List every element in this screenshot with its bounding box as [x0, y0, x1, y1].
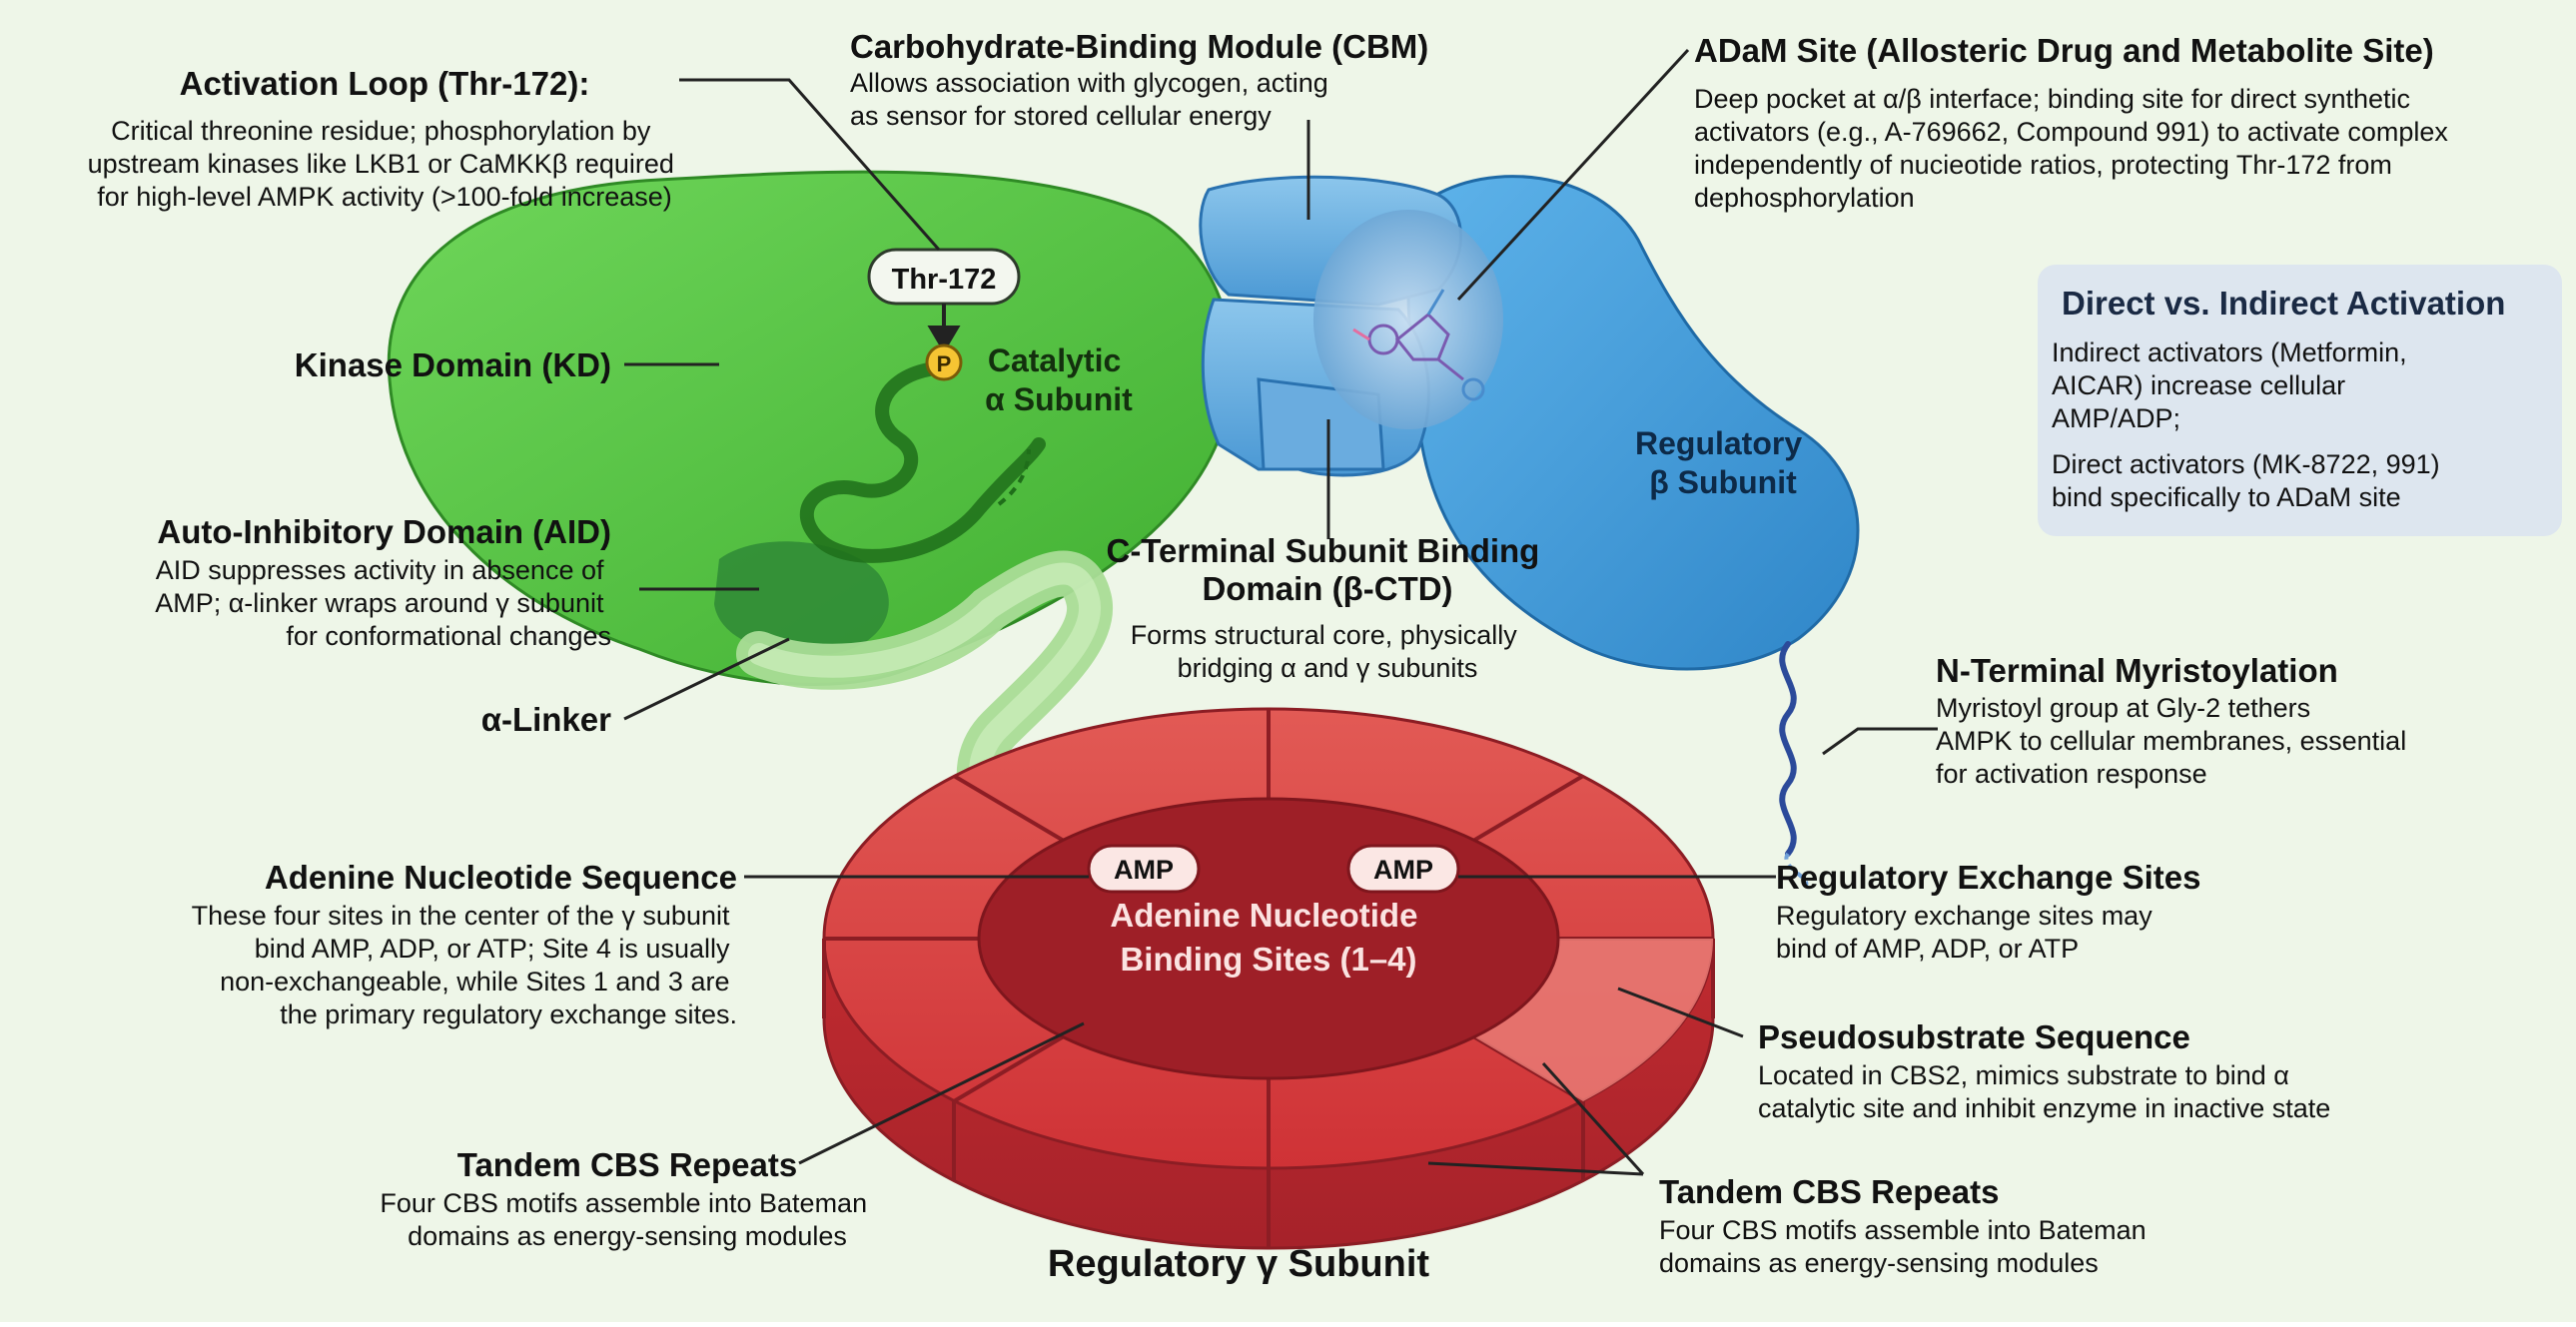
thr-172-badge: Thr-172 [867, 248, 1021, 353]
callout-adenine-sequence: Adenine Nucleotide Sequence These four s… [192, 859, 737, 1029]
callout-myristoylation: N-Terminal Myristoylation Myristoyl grou… [1936, 652, 2414, 789]
callout-cbm: Carbohydrate-Binding Module (CBM) Allows… [850, 28, 1428, 131]
info-box-para-2: Direct activators (MK-8722, 991) bind sp… [2052, 449, 2447, 512]
adenine-sequence-body: These four sites in the center of the γ … [192, 901, 737, 1029]
beta-line-1: Regulatory [1635, 425, 1802, 461]
leader-pseudosubstrate [1617, 987, 1744, 1038]
leader-myristoyl [1822, 727, 1938, 756]
myristoylation-body: Myristoyl group at Gly-2 tethers AMPK to… [1936, 693, 2414, 789]
info-box-para-1: Indirect activators (Metformin, AICAR) i… [2052, 337, 2414, 433]
binding-sites-line-1: Adenine Nucleotide [1110, 897, 1417, 934]
cbs-right-body: Four CBS motifs assemble into Bateman do… [1659, 1215, 2153, 1278]
catalytic-line-1: Catalytic [988, 342, 1121, 378]
amp-badge-left: AMP [1087, 844, 1201, 894]
adam-title: ADaM Site (Allosteric Drug and Metabolit… [1694, 32, 2434, 69]
kinase-domain-title: Kinase Domain (KD) [295, 346, 611, 383]
cbs-left-title: Tandem CBS Repeats [457, 1146, 797, 1183]
callout-kinase-domain: Kinase Domain (KD) [295, 346, 611, 383]
adam-body: Deep pocket at α/β interface; binding si… [1694, 84, 2455, 213]
gamma-subunit-title: Regulatory γ Subunit [1048, 1243, 1429, 1285]
phospho-badge-text: P [937, 351, 952, 376]
aid-body: AID suppresses activity in absence of AM… [155, 555, 611, 651]
cbm-title: Carbohydrate-Binding Module (CBM) [850, 28, 1428, 65]
info-box: Direct vs. Indirect Activation Indirect … [2038, 265, 2562, 536]
cbs-right-title: Tandem CBS Repeats [1659, 1173, 1999, 1210]
callout-alpha-linker: α-Linker [481, 701, 611, 738]
alpha-linker-inner [748, 562, 1102, 860]
cbs-left-body: Four CBS motifs assemble into Bateman do… [380, 1188, 874, 1251]
thr-172-badge-text: Thr-172 [892, 264, 997, 296]
amp-badge-right-text: AMP [1373, 855, 1433, 885]
binding-sites-label: Adenine Nucleotide Binding Sites (1–4) [1110, 897, 1426, 978]
myristoyl-tail [1779, 641, 1797, 857]
callout-cbs-left: Tandem CBS Repeats Four CBS motifs assem… [380, 1146, 874, 1251]
ligand-molecule [1352, 289, 1485, 401]
amp-badge-right: AMP [1346, 844, 1460, 894]
alpha-linker-title: α-Linker [481, 701, 611, 738]
activation-loop-path [799, 362, 1046, 563]
leader-cbs-left [798, 1021, 1085, 1165]
exchange-sites-body: Regulatory exchange sites may bind of AM… [1776, 901, 2159, 964]
callout-aid: Auto-Inhibitory Domain (AID) AID suppres… [155, 513, 611, 651]
callout-adam: ADaM Site (Allosteric Drug and Metabolit… [1694, 32, 2455, 213]
ctd-title: C-Terminal Subunit Binding Domain (β-CTD… [1106, 532, 1548, 607]
callout-activation-loop: Activation Loop (Thr-172): Critical thre… [88, 65, 682, 212]
leader-lines [623, 48, 1938, 1176]
myristoyl-tail-dashes [1784, 852, 1809, 891]
gamma-subunit [822, 707, 1715, 1250]
activation-loop-title: Activation Loop (Thr-172): [180, 65, 590, 102]
exchange-sites-title: Regulatory Exchange Sites [1776, 859, 2200, 896]
adenine-sequence-title: Adenine Nucleotide Sequence [265, 859, 737, 896]
cbm-body: Allows association with glycogen, acting… [850, 68, 1335, 131]
regulatory-beta-label: Regulatory β Subunit [1635, 425, 1811, 500]
ctd-body: Forms structural core, physically bridgi… [1131, 620, 1525, 683]
leader-activation-loop [679, 78, 941, 251]
binding-sites-center [977, 797, 1560, 1080]
leader-linker [623, 637, 790, 721]
leader-cbs-right [1427, 1061, 1645, 1176]
catalytic-subunit-label: Catalytic α Subunit [985, 342, 1133, 417]
pseudosubstrate-title: Pseudosubstrate Sequence [1758, 1018, 2190, 1055]
callout-ctd: C-Terminal Subunit Binding Domain (β-CTD… [1106, 532, 1548, 683]
amp-badge-left-text: AMP [1114, 855, 1174, 885]
activation-loop-body: Critical threonine residue; phosphorylat… [88, 116, 682, 212]
phospho-badge: P [925, 343, 963, 381]
callout-cbs-right: Tandem CBS Repeats Four CBS motifs assem… [1659, 1173, 2153, 1278]
info-box-bg [2038, 265, 2562, 536]
callout-exchange-sites: Regulatory Exchange Sites Regulatory exc… [1776, 859, 2200, 964]
aid-title: Auto-Inhibitory Domain (AID) [157, 513, 611, 550]
binding-sites-line-2: Binding Sites (1–4) [1120, 941, 1416, 978]
adam-pocket [1313, 210, 1503, 429]
beta-subunit [1199, 175, 1860, 671]
beta-line-2: β Subunit [1649, 464, 1797, 500]
auto-inhibitory-domain-shape [714, 541, 889, 655]
pseudosubstrate-body: Located in CBS2, mimics substrate to bin… [1758, 1060, 2330, 1123]
catalytic-line-2: α Subunit [985, 381, 1133, 417]
info-box-title: Direct vs. Indirect Activation [2062, 285, 2505, 322]
myristoylation-title: N-Terminal Myristoylation [1936, 652, 2338, 689]
leader-adam [1456, 48, 1690, 302]
thr-172-pointer [927, 304, 961, 353]
callout-pseudosubstrate: Pseudosubstrate Sequence Located in CBS2… [1758, 1018, 2330, 1123]
activation-loop-dashes [997, 448, 1031, 506]
